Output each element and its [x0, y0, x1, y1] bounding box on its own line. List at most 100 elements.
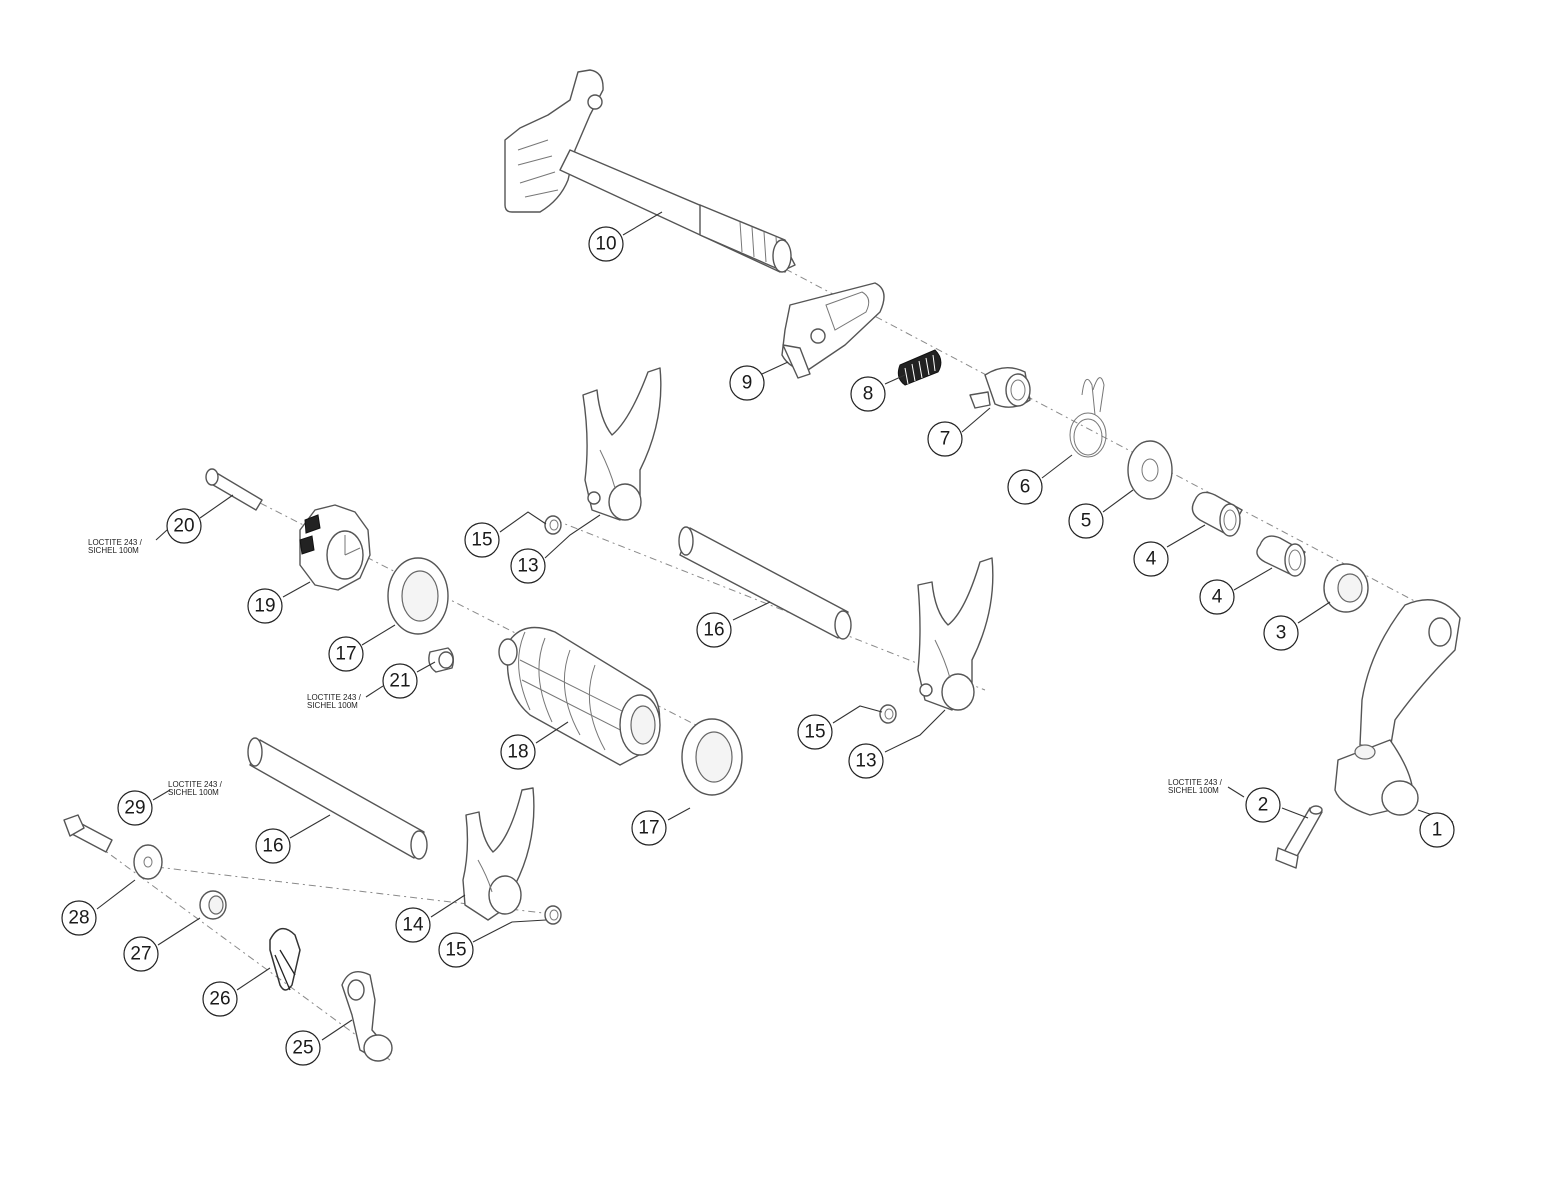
callout-13b: 13: [848, 743, 884, 779]
part-18-shift-drum: [498, 626, 661, 766]
leader-lines: [96, 211, 1454, 1041]
svg-text:26: 26: [209, 989, 230, 1010]
svg-text:18: 18: [507, 742, 528, 763]
part-5-washer: [1127, 440, 1173, 500]
svg-text:LOCTITE 243 /: LOCTITE 243 /: [307, 693, 362, 702]
callout-4b: 4: [1199, 579, 1235, 615]
callout-28: 28: [61, 900, 97, 936]
svg-text:LOCTITE 243 /: LOCTITE 243 /: [88, 538, 143, 547]
svg-text:SICHEL 100M: SICHEL 100M: [88, 546, 139, 555]
part-27-roller: [199, 890, 227, 920]
svg-text:6: 6: [1020, 477, 1031, 498]
part-6-torsion-spring: [1069, 377, 1107, 458]
svg-text:4: 4: [1212, 587, 1223, 608]
callout-21: 21: [382, 663, 418, 699]
part-4-bushing-a: [1191, 491, 1243, 537]
part-19-index-star: [299, 504, 371, 591]
svg-text:4: 4: [1146, 549, 1157, 570]
callout-8: 8: [850, 376, 886, 412]
note-loctite-2: LOCTITE 243 / SICHEL 100M: [1168, 778, 1223, 795]
callout-5: 5: [1068, 503, 1104, 539]
svg-text:15: 15: [445, 940, 466, 961]
callout-3: 3: [1263, 615, 1299, 651]
part-16-rail-lower: [247, 737, 428, 860]
part-15-pin-b: [879, 704, 897, 724]
note-loctite-20: LOCTITE 243 / SICHEL 100M: [88, 538, 143, 555]
note-loctite-29: LOCTITE 243 / SICHEL 100M: [168, 780, 223, 797]
svg-text:SICHEL 100M: SICHEL 100M: [168, 788, 219, 797]
svg-text:3: 3: [1276, 623, 1287, 644]
part-26-clip-spring: [269, 927, 301, 991]
callout-2: 2: [1245, 787, 1281, 823]
part-25-shift-arm: [341, 971, 393, 1062]
part-3-seal: [1323, 563, 1369, 613]
svg-text:10: 10: [595, 234, 616, 255]
svg-text:15: 15: [471, 530, 492, 551]
svg-text:2: 2: [1258, 795, 1269, 816]
callout-29: 29: [117, 790, 153, 826]
svg-text:SICHEL 100M: SICHEL 100M: [1168, 786, 1219, 795]
callout-25: 25: [285, 1030, 321, 1066]
svg-text:13: 13: [517, 556, 538, 577]
callout-18: 18: [500, 734, 536, 770]
callout-27: 27: [123, 936, 159, 972]
svg-text:13: 13: [855, 751, 876, 772]
part-7-bushing: [969, 367, 1031, 409]
part-4-bushing-b: [1256, 535, 1306, 577]
callout-16b: 16: [255, 828, 291, 864]
part-13-shift-fork-upper: [582, 367, 662, 521]
svg-text:15: 15: [804, 722, 825, 743]
callout-19: 19: [247, 588, 283, 624]
svg-text:16: 16: [703, 620, 724, 641]
svg-text:20: 20: [173, 516, 194, 537]
svg-text:1: 1: [1432, 820, 1443, 841]
callout-14: 14: [395, 907, 431, 943]
part-9-selector-plate: [781, 282, 885, 379]
callout-7: 7: [927, 421, 963, 457]
svg-text:LOCTITE 243 /: LOCTITE 243 /: [168, 780, 223, 789]
part-1-shift-lever: [1334, 599, 1461, 816]
note-loctite-21: LOCTITE 243 / SICHEL 100M: [307, 693, 362, 710]
svg-text:LOCTITE 243 /: LOCTITE 243 /: [1168, 778, 1223, 787]
svg-text:8: 8: [863, 384, 874, 405]
part-16-rail-upper: [678, 526, 852, 640]
callout-6: 6: [1007, 469, 1043, 505]
svg-text:16: 16: [262, 836, 283, 857]
part-29-bolt: [63, 814, 113, 853]
callout-15a: 15: [464, 522, 500, 558]
part-2-bolt: [1275, 805, 1323, 869]
svg-text:17: 17: [335, 644, 356, 665]
svg-text:7: 7: [940, 429, 951, 450]
svg-text:5: 5: [1081, 511, 1092, 532]
part-20-bolt: [205, 468, 263, 511]
part-10-shift-shaft: [504, 69, 796, 273]
part-17-bearing-right: [681, 718, 743, 796]
svg-text:9: 9: [742, 373, 753, 394]
callout-15c: 15: [438, 932, 474, 968]
callout-9: 9: [729, 365, 765, 401]
svg-text:SICHEL 100M: SICHEL 100M: [307, 701, 358, 710]
part-21-screw: [428, 647, 455, 673]
part-15-pin-a: [544, 515, 562, 535]
callout-4a: 4: [1133, 541, 1169, 577]
svg-text:29: 29: [124, 798, 145, 819]
part-15-pin-c: [544, 905, 562, 925]
svg-text:28: 28: [68, 908, 89, 929]
callout-10: 10: [588, 226, 624, 262]
part-28-washer: [133, 844, 163, 880]
callout-16a: 16: [696, 612, 732, 648]
svg-text:27: 27: [130, 944, 151, 965]
part-13-shift-fork-right: [917, 557, 994, 711]
callout-13a: 13: [510, 548, 546, 584]
svg-text:17: 17: [638, 818, 659, 839]
part-14-shift-fork-lower: [462, 787, 535, 921]
callout-20: 20: [166, 508, 202, 544]
svg-text:21: 21: [389, 671, 410, 692]
part-8-spring: [897, 349, 942, 386]
callout-1: 1: [1419, 812, 1455, 848]
svg-text:25: 25: [292, 1038, 313, 1059]
callout-15b: 15: [797, 714, 833, 750]
callout-17b: 17: [631, 810, 667, 846]
svg-text:19: 19: [254, 596, 275, 617]
